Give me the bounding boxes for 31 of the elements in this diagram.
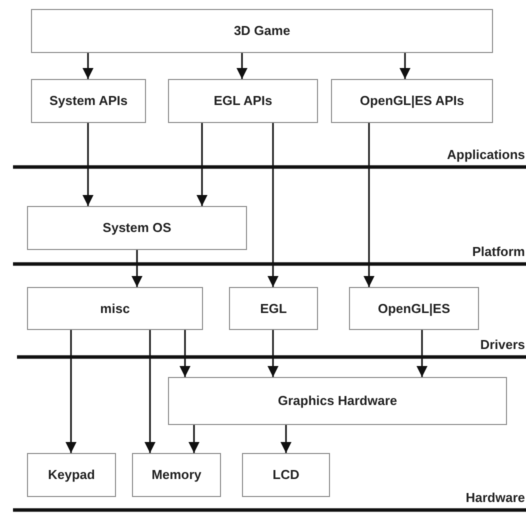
arrow <box>236 53 248 79</box>
layer-box: OpenGL|ES APIs <box>331 79 493 123</box>
layer-box: Graphics Hardware <box>168 377 507 425</box>
arrow <box>416 330 428 377</box>
layer-box: Memory <box>132 453 221 497</box>
layer-box: System OS <box>27 206 247 250</box>
arrow <box>82 53 94 79</box>
layer-box: 3D Game <box>31 9 493 53</box>
arrow <box>179 330 191 377</box>
arrow <box>65 330 77 453</box>
layer-label: Drivers <box>480 338 525 351</box>
layer-box: OpenGL|ES <box>349 287 479 330</box>
layer-box: Keypad <box>27 453 116 497</box>
arrow <box>188 425 200 453</box>
arrow <box>82 123 94 206</box>
layer-box: EGL APIs <box>168 79 318 123</box>
layer-label: Applications <box>446 148 525 161</box>
layer-box: misc <box>27 287 203 330</box>
arrow <box>196 123 208 206</box>
layer-box: LCD <box>242 453 330 497</box>
layer-label: Hardware <box>466 491 525 504</box>
arrow <box>399 53 411 79</box>
layer-box: System APIs <box>31 79 146 123</box>
arrow <box>280 425 292 453</box>
arrow <box>267 123 279 287</box>
layer-label: Platform <box>472 245 525 258</box>
arrow <box>267 330 279 377</box>
layer-box: EGL <box>229 287 318 330</box>
arrow <box>144 330 156 453</box>
arrow <box>363 123 375 287</box>
arrow <box>131 250 143 287</box>
